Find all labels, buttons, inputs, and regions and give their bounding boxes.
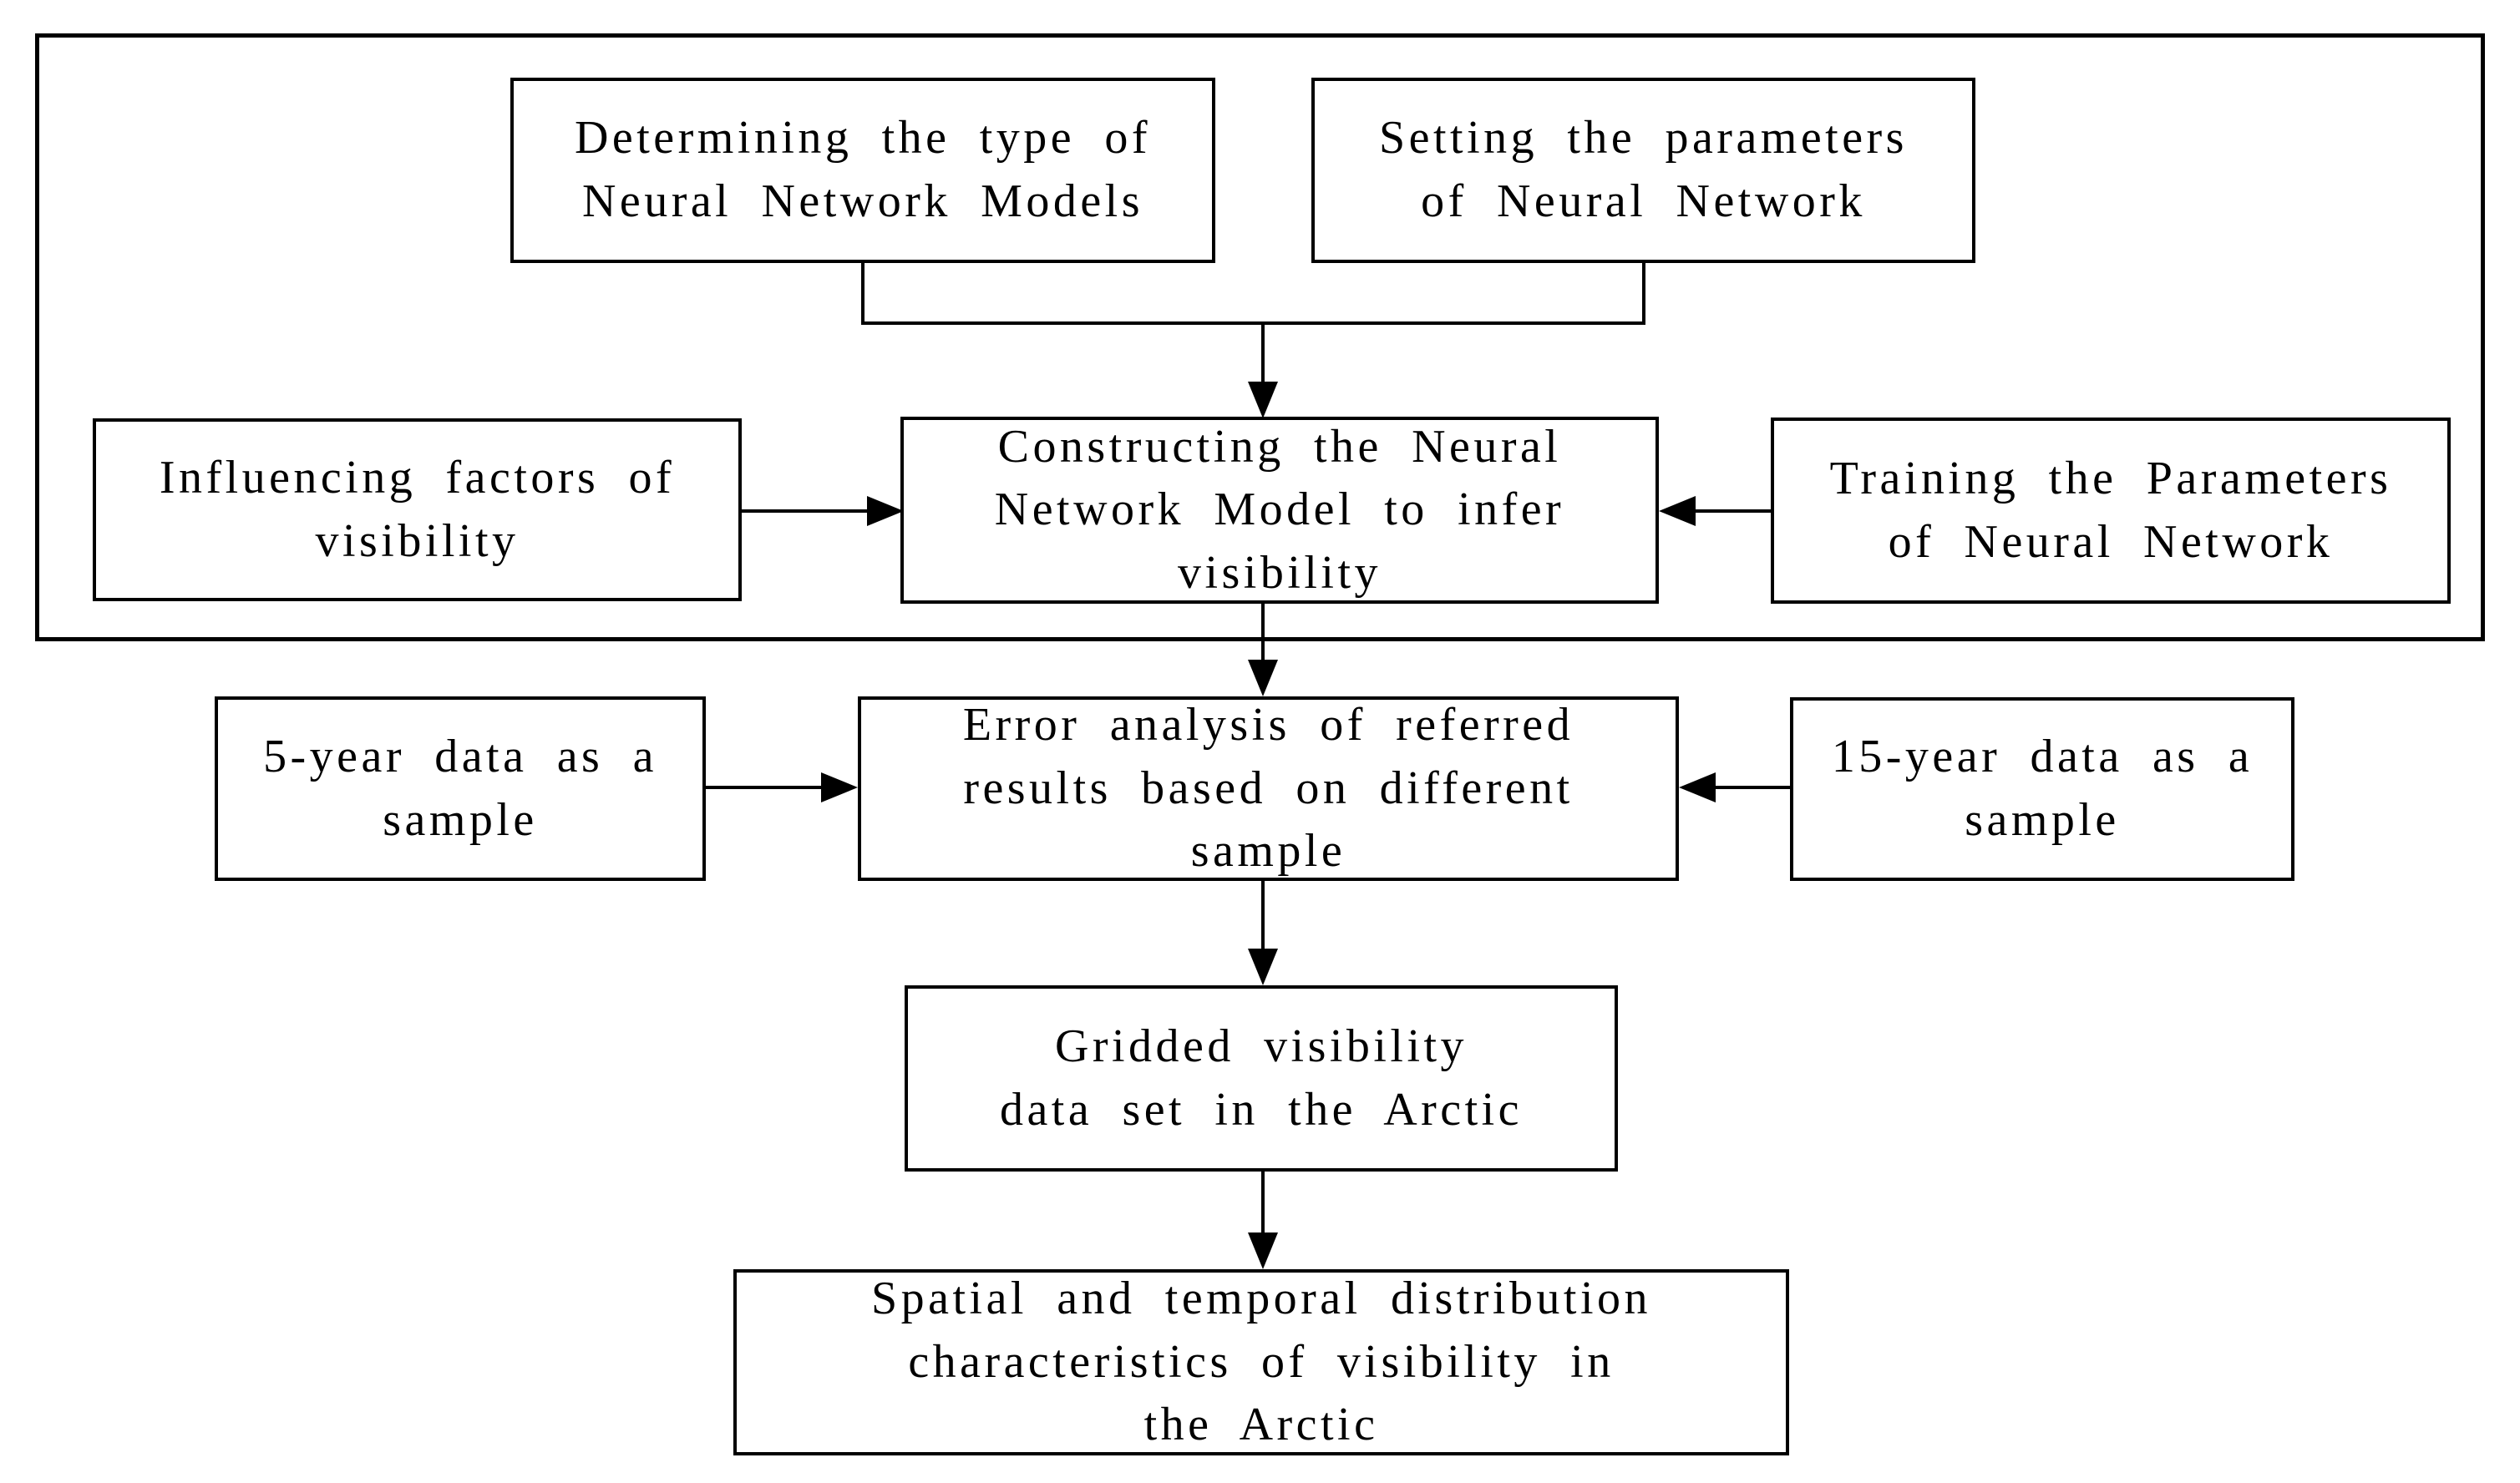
node-setting-parameters: Setting the parameters of Neural Network (1311, 78, 1975, 263)
arrowhead-right-to-constructing (867, 496, 904, 526)
arrowhead-down-to-spatial (1248, 1232, 1278, 1269)
node-error-analysis: Error analysis of referred results based… (858, 696, 1679, 881)
arrowhead-down-to-gridded (1248, 949, 1278, 985)
merge-connector-right-line (1642, 261, 1645, 325)
arrowhead-down-to-constructing (1248, 382, 1278, 418)
arrowhead-right-to-error (821, 772, 858, 802)
merge-connector-left-line (861, 261, 865, 325)
merge-to-constructing-line (1261, 321, 1265, 383)
error-to-gridded-line (1261, 879, 1265, 950)
node-constructing-model: Constructing the Neural Network Model to… (900, 417, 1659, 604)
arrowhead-left-to-constructing (1659, 496, 1696, 526)
node-determining-type: Determining the type of Neural Network M… (510, 78, 1215, 263)
outer-frame (35, 33, 2485, 641)
arrowhead-down-to-error (1248, 660, 1278, 696)
sample15-to-error-line (1714, 786, 1792, 789)
node-training-parameters: Training the Parameters of Neural Networ… (1771, 418, 2451, 604)
influencing-to-constructing-line (740, 509, 869, 513)
constructing-to-error-line (1261, 602, 1265, 661)
sample5-to-error-line (704, 786, 824, 789)
training-to-constructing-line (1694, 509, 1772, 513)
arrowhead-left-to-error (1679, 772, 1716, 802)
node-influencing-factors: Influencing factors of visibility (93, 418, 742, 601)
node-spatial-temporal-characteristics: Spatial and temporal distribution charac… (733, 1269, 1789, 1455)
node-gridded-data-set: Gridded visibility data set in the Arcti… (905, 985, 1618, 1172)
node-15-year-sample: 15-year data as a sample (1790, 697, 2294, 881)
merge-connector-bar (861, 321, 1645, 325)
node-5-year-sample: 5-year data as a sample (215, 696, 706, 881)
gridded-to-spatial-line (1261, 1170, 1265, 1234)
